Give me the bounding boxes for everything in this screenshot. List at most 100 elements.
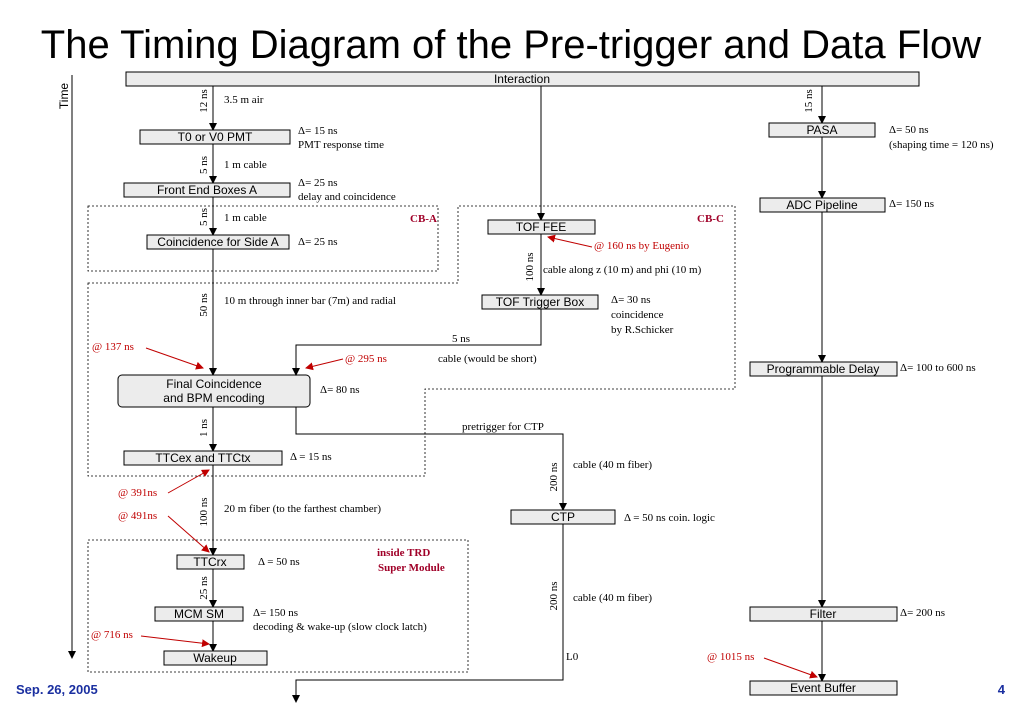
mcm-sm-label: MCM SM — [174, 607, 224, 621]
arrow-final-ctp — [295, 407, 567, 511]
marker-391ns-arrow — [167, 469, 210, 494]
note-ttb-delta: Δ= 30 ns — [611, 294, 651, 306]
note-pmt-delta: Δ= 15 ns — [298, 125, 338, 137]
arrow-ttb-final — [292, 309, 542, 376]
marker-491ns-arrow — [167, 515, 210, 553]
note-ttcrx-delta: Δ = 50 ns — [258, 556, 300, 568]
wakeup-label: Wakeup — [193, 651, 237, 665]
duration-5ns-h: 5 ns — [452, 333, 470, 345]
final-coincidence-label-1: Final Coincidence — [166, 377, 262, 391]
note-pmt-response: PMT response time — [298, 139, 384, 151]
region-label-cb-c: CB-C — [697, 213, 724, 225]
ttcrx-label: TTCrx — [193, 555, 226, 569]
front-end-boxes-label: Front End Boxes A — [157, 183, 257, 197]
mcm-sm-box — [154, 606, 244, 622]
tof-trigger-box — [481, 294, 599, 310]
duration-100ns-tof: 100 ns — [524, 252, 536, 281]
note-cable-40m-a: cable (40 m fiber) — [573, 459, 652, 471]
ctp-label: CTP — [551, 510, 575, 524]
marker-295ns-arrow — [305, 358, 344, 371]
note-ttb-coinc: coincidence — [611, 309, 664, 321]
note-ctp-delta: Δ = 50 ns coin. logic — [624, 512, 715, 524]
region-label-trd-2: Super Module — [378, 562, 445, 574]
note-pasa-shaping: (shaping time = 120 ns) — [889, 139, 994, 151]
ttcex-box — [123, 450, 283, 466]
note-final-delta: Δ= 80 ns — [320, 384, 360, 396]
t0-v0-pmt-label: T0 or V0 PMT — [178, 130, 253, 144]
interaction-box — [125, 71, 920, 87]
note-l0: L0 — [566, 651, 579, 663]
region-trd — [87, 539, 469, 673]
event-buffer-label: Event Buffer — [790, 681, 856, 695]
marker-391ns: @ 391ns — [118, 487, 157, 499]
marker-1015ns-arrow — [763, 657, 818, 679]
marker-1015ns: @ 1015 ns — [707, 651, 754, 663]
note-mcm-delta: Δ= 150 ns — [253, 607, 298, 619]
note-prog-delta: Δ= 100 to 600 ns — [900, 362, 976, 374]
coincidence-side-a-label: Coincidence for Side A — [157, 235, 278, 249]
note-ttb-by: by R.Schicker — [611, 324, 674, 336]
marker-137ns: @ 137 ns — [92, 341, 134, 353]
note-cable-short: cable (would be short) — [438, 353, 537, 365]
duration-1ns: 1 ns — [198, 419, 210, 437]
programmable-delay-label: Programmable Delay — [767, 362, 880, 376]
ttcrx-box — [176, 554, 245, 570]
note-pretrigger: pretrigger for CTP — [462, 421, 544, 433]
note-pasa-delta: Δ= 50 ns — [889, 124, 929, 136]
footer-date: Sep. 26, 2005 — [16, 682, 98, 697]
final-coincidence-box — [117, 374, 311, 408]
note-feb-delta: Δ= 25 ns — [298, 177, 338, 189]
t0-v0-pmt-box — [139, 129, 291, 145]
duration-100ns: 100 ns — [198, 497, 210, 526]
note-ttcex-delta: Δ = 15 ns — [290, 451, 332, 463]
marker-160ns-arrow — [547, 234, 593, 248]
marker-716ns: @ 716 ns — [91, 629, 133, 641]
arrow-ctp-l0 — [292, 524, 564, 703]
coincidence-side-a-box — [146, 234, 290, 250]
ttcex-label: TTCex and TTCtx — [155, 451, 250, 465]
page-title: The Timing Diagram of the Pre-trigger an… — [41, 23, 982, 67]
duration-50ns: 50 ns — [198, 293, 210, 317]
interaction-label: Interaction — [494, 72, 550, 86]
pasa-label: PASA — [806, 123, 837, 137]
tof-fee-label: TOF FEE — [516, 220, 566, 234]
note-feb-desc: delay and coincidence — [298, 191, 396, 203]
note-cable-40m-b: cable (40 m fiber) — [573, 592, 652, 604]
adc-pipeline-label: ADC Pipeline — [786, 198, 858, 212]
note-cable-1m-b: 1 m cable — [224, 212, 267, 224]
front-end-boxes-box — [123, 182, 291, 198]
note-air: 3.5 m air — [224, 94, 264, 106]
note-cable-1m-a: 1 m cable — [224, 159, 267, 171]
region-label-cb-a: CB-A — [410, 213, 437, 225]
note-cable-tof: cable along z (10 m) and phi (10 m) — [543, 264, 702, 276]
note-coinc-delta: Δ= 25 ns — [298, 236, 338, 248]
marker-137ns-arrow — [145, 347, 204, 370]
duration-200ns-a: 200 ns — [548, 462, 560, 491]
final-coincidence-label-2: and BPM encoding — [163, 391, 264, 405]
note-fiber-20m: 20 m fiber (to the farthest chamber) — [224, 503, 381, 515]
event-buffer-box — [749, 680, 898, 696]
filter-label: Filter — [810, 607, 837, 621]
note-filter-delta: Δ= 200 ns — [900, 607, 945, 619]
region-label-trd-1: inside TRD — [377, 547, 430, 559]
duration-12ns: 12 ns — [198, 89, 210, 113]
duration-5ns-b: 5 ns — [198, 208, 210, 226]
marker-160ns: @ 160 ns by Eugenio — [594, 240, 690, 252]
region-cb-c — [87, 205, 736, 477]
programmable-delay-box — [749, 361, 898, 377]
filter-box — [749, 606, 898, 622]
duration-15ns: 15 ns — [803, 89, 815, 113]
note-inner-bar: 10 m through inner bar (7m) and radial — [224, 295, 396, 307]
marker-295ns: @ 295 ns — [345, 353, 387, 365]
time-axis-label: Time — [57, 83, 71, 110]
tof-trigger-box-label: TOF Trigger Box — [496, 295, 584, 309]
duration-200ns-b: 200 ns — [548, 581, 560, 610]
wakeup-box — [163, 650, 268, 666]
note-mcm-desc: decoding & wake-up (slow clock latch) — [253, 621, 427, 633]
marker-491ns: @ 491ns — [118, 510, 157, 522]
footer-page-number: 4 — [998, 682, 1006, 697]
note-adc-delta: Δ= 150 ns — [889, 198, 934, 210]
duration-5ns-a: 5 ns — [198, 156, 210, 174]
duration-25ns: 25 ns — [198, 576, 210, 600]
